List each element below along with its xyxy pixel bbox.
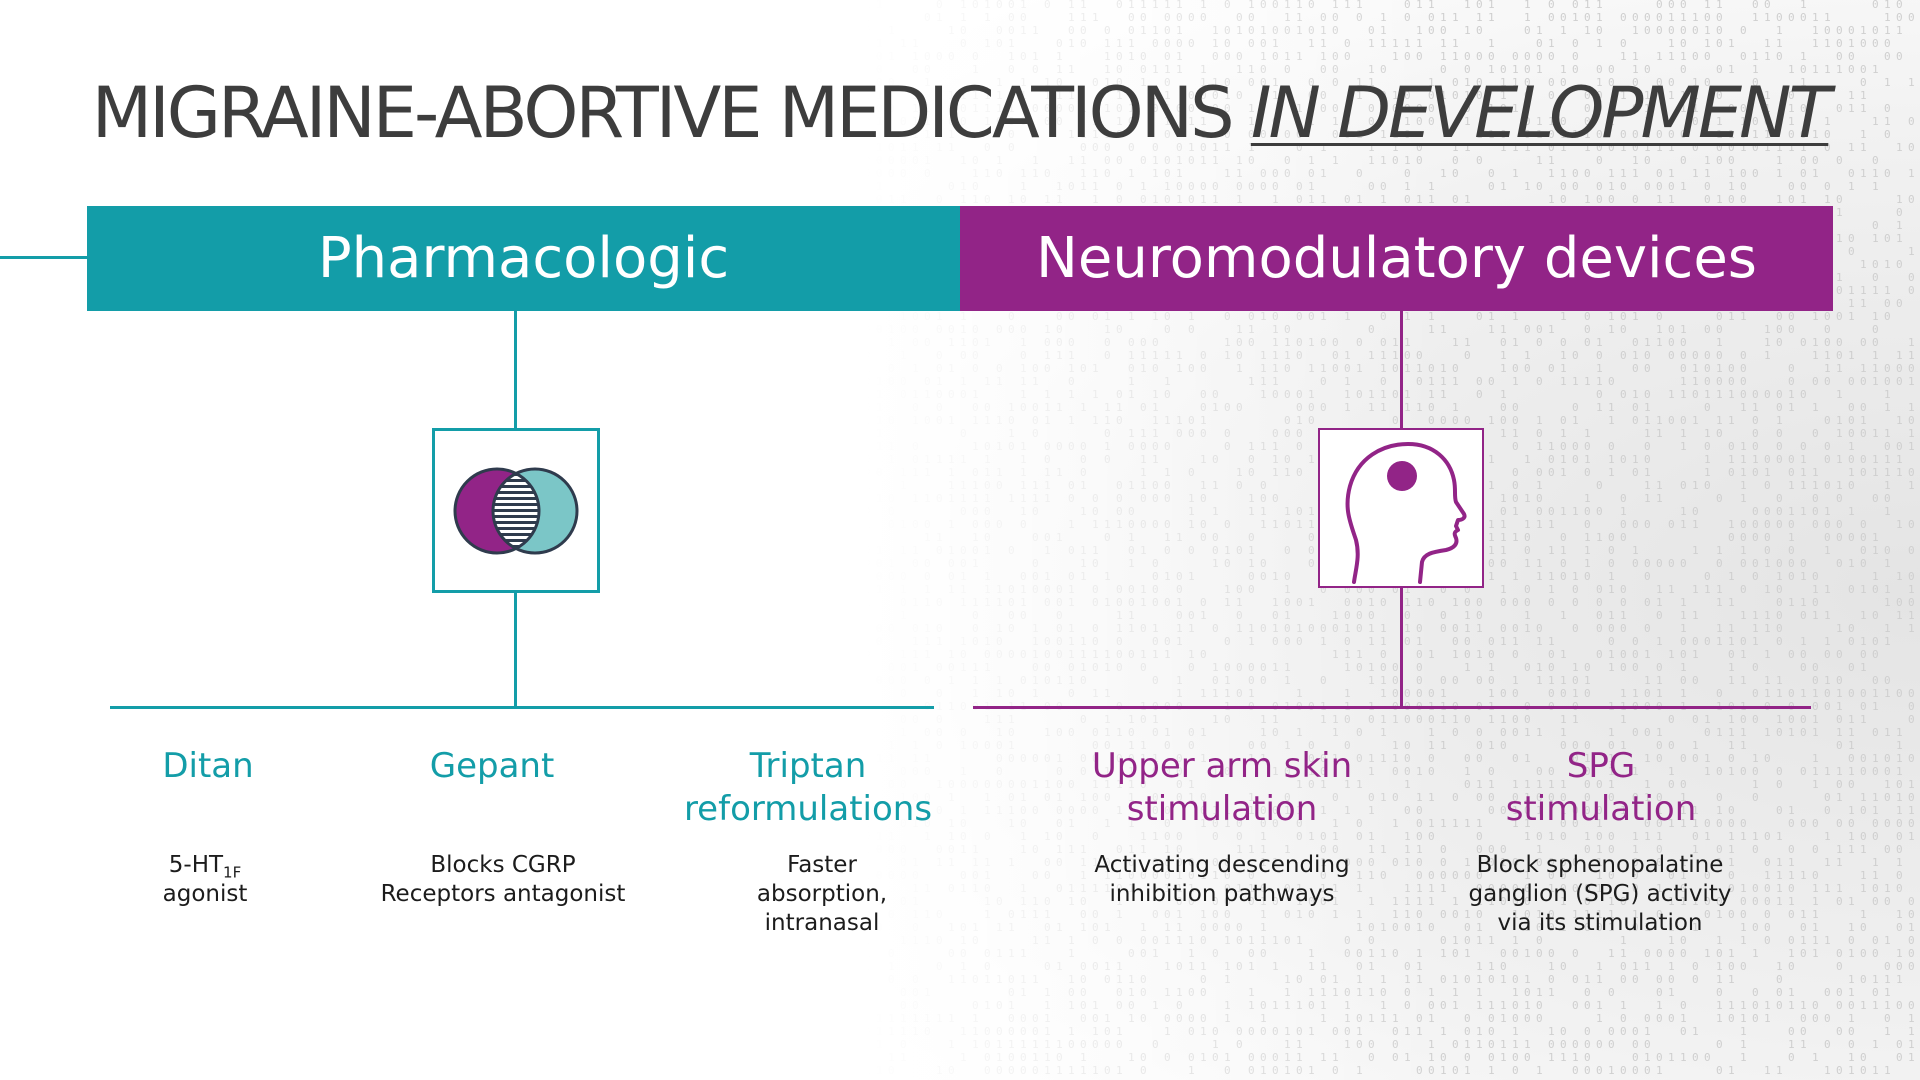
venn-icon-box [432, 428, 600, 593]
devices-vertical-top [1400, 311, 1403, 429]
item-gepant-desc: Blocks CGRP Receptors antagonist [362, 851, 644, 909]
item-upper-arm-desc: Activating descending inhibition pathway… [1062, 851, 1382, 909]
pharmacologic-header: Pharmacologic [87, 206, 960, 311]
item-ditan-name: Ditan [110, 745, 306, 788]
item-spg-name: SPG stimulation [1470, 745, 1732, 831]
pharmacologic-vertical-bottom [514, 592, 517, 708]
pharmacologic-vertical-top [514, 311, 517, 429]
head-brain-icon [1345, 442, 1467, 584]
devices-vertical-bottom [1400, 587, 1403, 708]
devices-header-label: Neuromodulatory devices [1036, 226, 1757, 291]
title-main: MIGRAINE-ABORTIVE MEDICATIONS [92, 72, 1235, 154]
item-gepant-name: Gepant [370, 745, 614, 788]
devices-horizontal-line [973, 706, 1811, 709]
left-connector-line [0, 256, 87, 259]
pharmacologic-header-label: Pharmacologic [318, 226, 729, 291]
title-emphasis: IN DEVELOPMENT [1251, 72, 1831, 154]
ditan-desc-subscript: 1F [223, 864, 241, 882]
item-triptan-desc: Faster absorption, intranasal [712, 851, 932, 938]
pharmacologic-horizontal-line [110, 706, 934, 709]
item-spg-desc: Block sphenopalatine ganglion (SPG) acti… [1450, 851, 1750, 938]
page-title: MIGRAINE-ABORTIVE MEDICATIONS IN DEVELOP… [0, 72, 1920, 154]
item-triptan-name: Triptan reformulations [670, 745, 946, 831]
venn-diagram-icon [453, 467, 579, 555]
head-icon-box [1318, 428, 1484, 588]
ditan-desc-tail: agonist [163, 881, 248, 907]
ditan-desc-main: 5-HT [169, 852, 223, 878]
devices-header: Neuromodulatory devices [960, 206, 1833, 311]
item-upper-arm-name: Upper arm skin stimulation [1062, 745, 1382, 831]
